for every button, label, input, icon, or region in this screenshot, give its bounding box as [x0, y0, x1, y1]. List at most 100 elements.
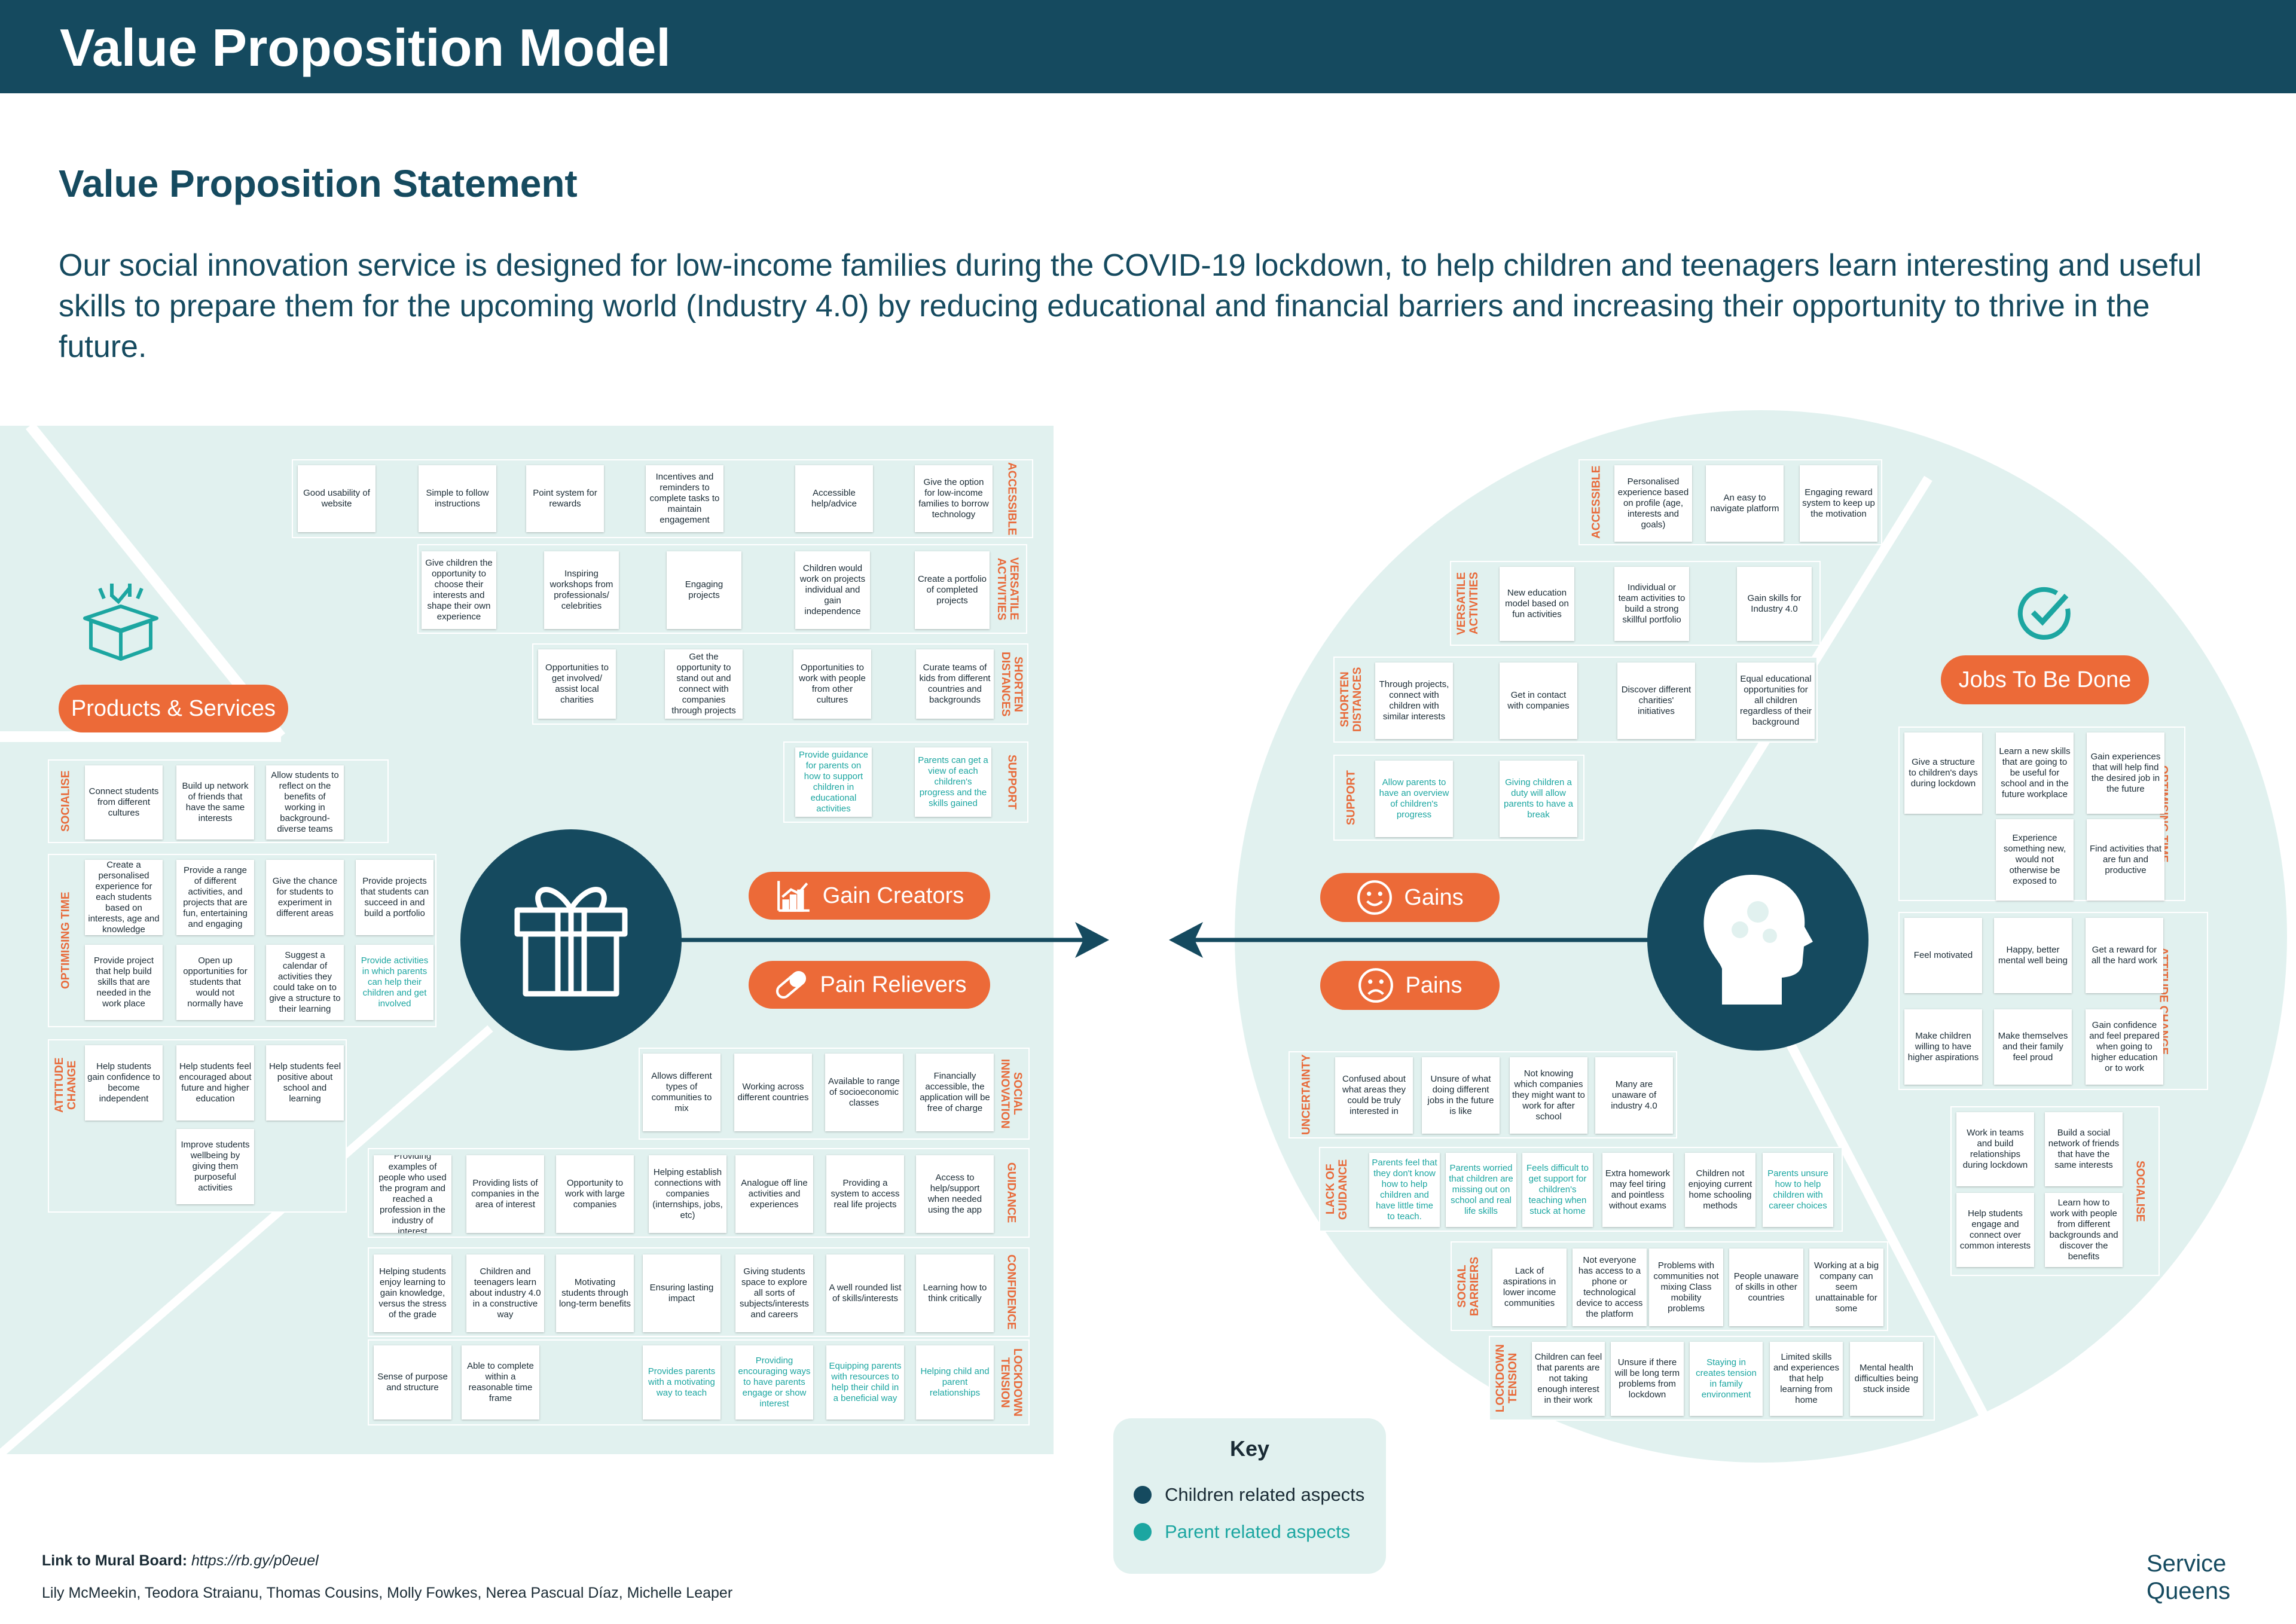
sticky-note[interactable]: Find activities that are fun and product…: [2087, 819, 2164, 900]
sticky-note[interactable]: Happy, better mental well being: [1994, 918, 2072, 993]
sticky-note[interactable]: Engaging reward system to keep up the mo…: [1800, 465, 1877, 542]
sticky-note[interactable]: Providing encouraging ways to have paren…: [735, 1345, 813, 1420]
sticky-note[interactable]: Providing a system to access real life p…: [826, 1155, 904, 1233]
sticky-note[interactable]: Provide activities in which parents can …: [356, 945, 433, 1020]
sticky-note[interactable]: Provides parents with a motivating way t…: [643, 1345, 720, 1420]
sticky-note[interactable]: Providing lists of companies in the area…: [466, 1155, 544, 1233]
sticky-note[interactable]: Confused about what areas they could be …: [1335, 1057, 1413, 1134]
sticky-note[interactable]: Ensuring lasting impact: [643, 1254, 720, 1332]
sticky-note[interactable]: Provide a range of different activities,…: [176, 860, 254, 935]
sticky-note[interactable]: Problems with communities not mixing Cla…: [1649, 1248, 1723, 1326]
sticky-note[interactable]: Unsure of what doing different jobs in t…: [1422, 1057, 1500, 1134]
sticky-note[interactable]: Feel motivated: [1904, 918, 1982, 993]
sticky-note[interactable]: Available to range of socioeconomic clas…: [825, 1054, 903, 1131]
sticky-note[interactable]: A well rounded list of skills/interests: [826, 1254, 904, 1332]
sticky-note[interactable]: Help students engage and connect over co…: [1956, 1193, 2034, 1267]
sticky-note[interactable]: An easy to navigate platform: [1706, 465, 1784, 542]
sticky-note[interactable]: Allow students to reflect on the benefit…: [266, 765, 344, 840]
sticky-note[interactable]: Staying in creates tension in family env…: [1690, 1342, 1763, 1416]
sticky-note[interactable]: Mental health difficulties being stuck i…: [1850, 1342, 1923, 1416]
sticky-note[interactable]: Children would work on projects individu…: [795, 551, 870, 629]
sticky-note[interactable]: Good usability of website: [298, 465, 375, 532]
sticky-note[interactable]: Able to complete within a reasonable tim…: [462, 1345, 539, 1420]
sticky-note[interactable]: Working across different countries: [734, 1054, 812, 1131]
sticky-note[interactable]: Learn how to work with people from diffe…: [2045, 1193, 2123, 1267]
sticky-note[interactable]: Parents feel that they don't know how to…: [1369, 1153, 1440, 1227]
sticky-note[interactable]: Extra homework may feel tiring and point…: [1602, 1153, 1673, 1227]
sticky-note[interactable]: Equipping parents with resources to help…: [826, 1345, 904, 1420]
sticky-note[interactable]: Allow parents to have an overview of chi…: [1375, 761, 1453, 837]
sticky-note[interactable]: Gain skills for Industry 4.0: [1737, 567, 1812, 641]
sticky-note[interactable]: Open up opportunities for students that …: [176, 945, 254, 1020]
sticky-note[interactable]: Financially accessible, the application …: [916, 1054, 994, 1131]
sticky-note[interactable]: Work in teams and build relationships du…: [1956, 1112, 2034, 1186]
sticky-note[interactable]: Opportunities to work with people from o…: [793, 649, 871, 719]
sticky-note[interactable]: Equal educational opportunities for all …: [1737, 663, 1815, 739]
sticky-note[interactable]: Help students gain confidence to become …: [85, 1045, 163, 1121]
sticky-note[interactable]: Sense of purpose and structure: [374, 1345, 451, 1420]
sticky-note[interactable]: Many are unaware of industry 4.0: [1595, 1057, 1673, 1134]
sticky-note[interactable]: Make children willing to have higher asp…: [1904, 1009, 1982, 1085]
sticky-note[interactable]: Unsure if there will be long term proble…: [1611, 1342, 1684, 1416]
sticky-note[interactable]: Lack of aspirations in lower income comm…: [1492, 1248, 1567, 1326]
sticky-note[interactable]: Make themselves and their family feel pr…: [1994, 1009, 2072, 1085]
sticky-note[interactable]: Access to help/support when needed using…: [916, 1155, 994, 1233]
sticky-note[interactable]: Create a personalised experience for eac…: [85, 860, 163, 935]
sticky-note[interactable]: Give a structure to children's days duri…: [1904, 732, 1982, 814]
sticky-note[interactable]: Incentives and reminders to complete tas…: [646, 465, 723, 532]
sticky-note[interactable]: Give children the opportunity to choose …: [422, 551, 496, 629]
sticky-note[interactable]: Suggest a calendar of activities they co…: [266, 945, 344, 1020]
sticky-note[interactable]: Provide guidance for parents on how to s…: [795, 747, 872, 817]
sticky-note[interactable]: Provide project that help build skills t…: [85, 945, 163, 1020]
sticky-note[interactable]: Opportunity to work with large companies: [556, 1155, 634, 1233]
sticky-note[interactable]: Children can feel that parents are not t…: [1532, 1342, 1605, 1416]
sticky-note[interactable]: Helping students enjoy learning to gain …: [374, 1254, 451, 1332]
sticky-note[interactable]: Connect students from different cultures: [85, 765, 163, 840]
sticky-note[interactable]: Opportunities to get involved/ assist lo…: [538, 649, 616, 719]
sticky-note[interactable]: Give the option for low-income families …: [915, 465, 993, 532]
sticky-note[interactable]: Engaging projects: [667, 551, 741, 629]
sticky-note[interactable]: Motivating students through long-term be…: [556, 1254, 634, 1332]
sticky-note[interactable]: Experience something new, would not othe…: [1996, 819, 2074, 900]
sticky-note[interactable]: Personalised experience based on profile…: [1614, 465, 1692, 542]
sticky-note[interactable]: Not everyone has access to a phone or te…: [1573, 1248, 1647, 1326]
sticky-note[interactable]: Not knowing which companies they might w…: [1510, 1057, 1587, 1134]
sticky-note[interactable]: Provide projects that students can succe…: [356, 860, 433, 935]
sticky-note[interactable]: Parents unsure how to help children with…: [1763, 1153, 1833, 1227]
sticky-note[interactable]: Helping child and parent relationships: [916, 1345, 994, 1420]
sticky-note[interactable]: Gain experiences that will help find the…: [2087, 732, 2164, 814]
sticky-note[interactable]: Limited skills and experiences that help…: [1770, 1342, 1843, 1416]
sticky-note[interactable]: Get a reward for all the hard work: [2086, 918, 2163, 993]
sticky-note[interactable]: Simple to follow instructions: [419, 465, 496, 532]
sticky-note[interactable]: Learn a new skills that are going to be …: [1996, 732, 2074, 814]
sticky-note[interactable]: Individual or team activities to build a…: [1614, 567, 1689, 641]
sticky-note[interactable]: Curate teams of kids from different coun…: [916, 649, 994, 719]
sticky-note[interactable]: Giving children a duty will allow parent…: [1500, 761, 1577, 837]
sticky-note[interactable]: Learning how to think critically: [916, 1254, 994, 1332]
mural-link[interactable]: https://rb.gy/p0euel: [191, 1552, 319, 1569]
sticky-note[interactable]: Discover different charities' initiative…: [1617, 663, 1695, 739]
sticky-note[interactable]: Parents worried that children are missin…: [1446, 1153, 1516, 1227]
sticky-note[interactable]: Get the opportunity to stand out and con…: [665, 649, 743, 719]
sticky-note[interactable]: Give the chance for students to experime…: [266, 860, 344, 935]
sticky-note[interactable]: Gain confidence and feel prepared when g…: [2086, 1009, 2163, 1085]
sticky-note[interactable]: Point system for rewards: [526, 465, 604, 532]
sticky-note[interactable]: Create a portfolio of completed projects: [915, 551, 990, 629]
sticky-note[interactable]: People unaware of skills in other countr…: [1729, 1248, 1803, 1326]
sticky-note[interactable]: Allows different types of communities to…: [643, 1054, 720, 1131]
sticky-note[interactable]: Providing examples of people who used th…: [374, 1155, 451, 1233]
sticky-note[interactable]: Inspiring workshops from professionals/ …: [544, 551, 619, 629]
sticky-note[interactable]: Accessible help/advice: [795, 465, 873, 532]
sticky-note[interactable]: New education model based on fun activit…: [1500, 567, 1574, 641]
sticky-note[interactable]: Build up network of friends that have th…: [176, 765, 254, 840]
sticky-note[interactable]: Improve students wellbeing by giving the…: [176, 1129, 254, 1204]
sticky-note[interactable]: Parents can get a view of each children'…: [915, 747, 991, 817]
sticky-note[interactable]: Giving students space to explore all sor…: [735, 1254, 813, 1332]
sticky-note[interactable]: Help students feel positive about school…: [266, 1045, 344, 1121]
sticky-note[interactable]: Through projects, connect with children …: [1375, 663, 1453, 739]
sticky-note[interactable]: Get in contact with companies: [1500, 663, 1577, 739]
sticky-note[interactable]: Help students feel encouraged about futu…: [176, 1045, 254, 1121]
sticky-note[interactable]: Children not enjoying current home schoo…: [1685, 1153, 1755, 1227]
sticky-note[interactable]: Feels difficult to get support for child…: [1522, 1153, 1593, 1227]
sticky-note[interactable]: Analogue off line activities and experie…: [735, 1155, 813, 1233]
